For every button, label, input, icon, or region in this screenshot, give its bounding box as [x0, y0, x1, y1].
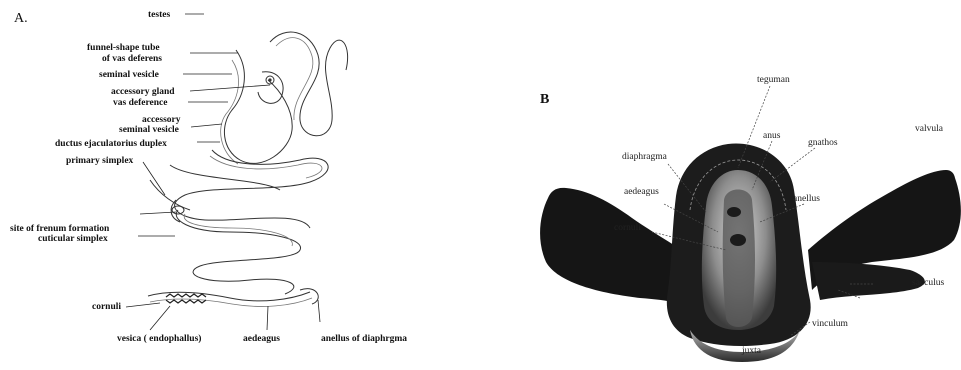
label-vas-deference: vas deference [113, 98, 167, 108]
label-gnathos: gnathos [808, 138, 838, 148]
label-ductus: ductus ejaculatorius duplex [55, 139, 167, 149]
label-aedeagus: aedeagus [243, 334, 280, 344]
label-anellus-b: anellus [793, 194, 820, 204]
label-sacculus: sacculus [912, 278, 944, 288]
label-cornuli-b: cornuli [614, 223, 641, 233]
label-anellus: anellus of diaphrgma [321, 334, 407, 344]
label-accessory-line2: seminal vesicle [119, 125, 179, 135]
label-testes: testes [148, 10, 170, 20]
label-diaphragma: diaphragma [622, 152, 668, 162]
label-teguman: teguman [757, 75, 790, 85]
leader-anellus [318, 300, 320, 322]
label-funnel-line1: funnel-shape tube [87, 43, 160, 53]
label-primary-simplex: primary simplex [66, 156, 134, 166]
label-aedeagus-b: aedeagus [624, 187, 659, 197]
male-reproductive-tract-drawing [148, 32, 348, 306]
label-juxta: juxta [741, 346, 762, 356]
leader-cornuli [126, 303, 160, 307]
leader-frenum [140, 212, 176, 214]
leader-primary-simplex [143, 162, 165, 195]
panel-a: A. [10, 10, 407, 344]
leader-accessory-seminal-vesicle [191, 124, 222, 127]
panel-a-letter: A. [14, 11, 28, 26]
label-funnel-line2: of vas deferens [102, 54, 162, 64]
label-cornuli: cornuli [92, 302, 121, 312]
leader-accessory-gland [190, 85, 270, 91]
leader-vesica [150, 306, 170, 330]
leader-aedeagus [267, 306, 268, 330]
panel-b: B [540, 75, 961, 362]
label-frenum: site of frenum formation [10, 224, 110, 234]
label-valvula: valvula [915, 124, 944, 134]
label-vinculum: vinculum [812, 319, 848, 329]
label-vesica: vesica ( endophallus) [117, 333, 201, 344]
label-accessory-line1: accessory [142, 115, 181, 125]
label-anus: anus [763, 131, 781, 141]
genitalia-ventral-view-image [540, 143, 961, 362]
panel-b-letter: B [540, 92, 549, 107]
label-seminal-vesicle: seminal vesicle [99, 70, 159, 80]
label-cuticular-simplex: cuticular simplex [38, 234, 108, 244]
label-accessory-gland: accessory gland [111, 87, 175, 97]
